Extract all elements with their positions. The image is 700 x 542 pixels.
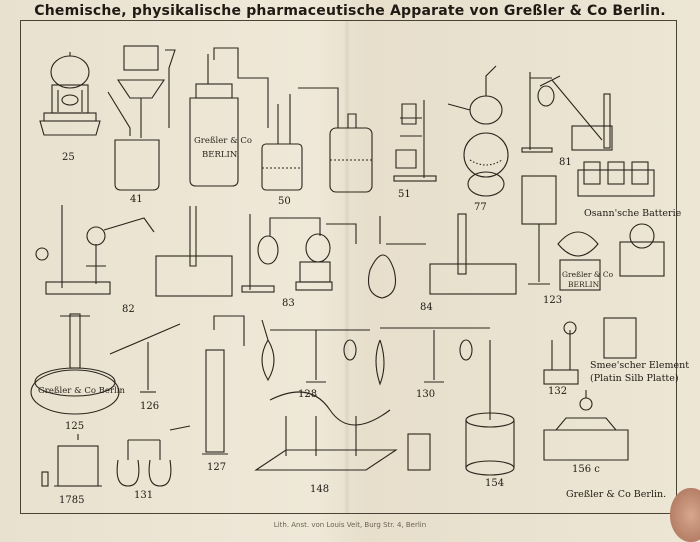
- figure-number: 148: [310, 484, 330, 495]
- apparatus-131: [116, 425, 191, 487]
- apparatus-123: [521, 175, 665, 291]
- plate-border: [20, 20, 677, 514]
- caption-smee-line1: Smee'scher Element: [590, 360, 690, 371]
- figure-number: 81: [559, 157, 572, 168]
- apparatus-148: [254, 391, 431, 471]
- lithographer-imprint: Lith. Anst. von Louis Veit, Burg Str. 4,…: [273, 521, 427, 529]
- engraving-jar-line2: BERLIN: [568, 280, 600, 289]
- figure-number: 156 c: [572, 464, 600, 475]
- apparatus-25: [39, 52, 101, 136]
- caption-osann: Osann'sche Batterie: [584, 208, 682, 219]
- apparatus-77: [447, 65, 509, 197]
- caption-maker: Greßler & Co Berlin.: [566, 489, 667, 500]
- figure-number: 1785: [59, 495, 85, 506]
- apparatus-127: [202, 315, 245, 455]
- figure-number: 84: [420, 302, 433, 313]
- figure-number: 154: [485, 478, 505, 489]
- figure-number: 25: [62, 152, 75, 163]
- osann-battery: [577, 161, 655, 197]
- figure-number: 131: [134, 490, 154, 501]
- apparatus-82: [35, 205, 233, 297]
- apparatus-125: [30, 313, 120, 415]
- figure-number: 51: [398, 189, 411, 200]
- apparatus-51: [393, 100, 437, 182]
- page-fold: [344, 21, 350, 513]
- apparatus-81: [521, 72, 613, 153]
- engraving-bottle-line1: Greßler & Co: [194, 136, 252, 146]
- figure-number: 130: [416, 389, 436, 400]
- apparatus-41: [107, 45, 176, 191]
- apparatus-156c: [543, 390, 629, 461]
- apparatus-154: [465, 340, 515, 476]
- figure-number: 125: [65, 421, 85, 432]
- caption-smee-line2: (Platin Silb Platte): [590, 373, 679, 384]
- figure-number: 128: [298, 389, 318, 400]
- figure-number: 83: [282, 298, 295, 309]
- figure-number: 41: [130, 194, 143, 205]
- engraving-bottle-line2: BERLIN.: [202, 150, 240, 160]
- apparatus-50: [189, 47, 373, 193]
- figure-number: 127: [207, 462, 227, 473]
- figure-number: 77: [474, 202, 487, 213]
- apparatus-132: [543, 317, 637, 385]
- apparatus-128-130: [261, 319, 490, 386]
- figure-number: 132: [548, 386, 568, 397]
- page-title: Chemische, physikalische pharmaceutische…: [34, 3, 666, 19]
- apparatus-1785: [41, 434, 102, 487]
- figure-number: 82: [122, 304, 135, 315]
- engraving-jar-line1: Greßler & Co: [562, 270, 614, 279]
- figure-number: 50: [278, 196, 291, 207]
- apparatus-84: [367, 213, 517, 299]
- apparatus-83: [241, 214, 357, 293]
- figure-number: 126: [140, 401, 160, 412]
- engraving-pump-base: Greßler & Co Berlin: [38, 386, 125, 396]
- figure-number: 123: [543, 295, 563, 306]
- thumb-edge: [670, 488, 700, 542]
- apparatus-126: [109, 323, 181, 393]
